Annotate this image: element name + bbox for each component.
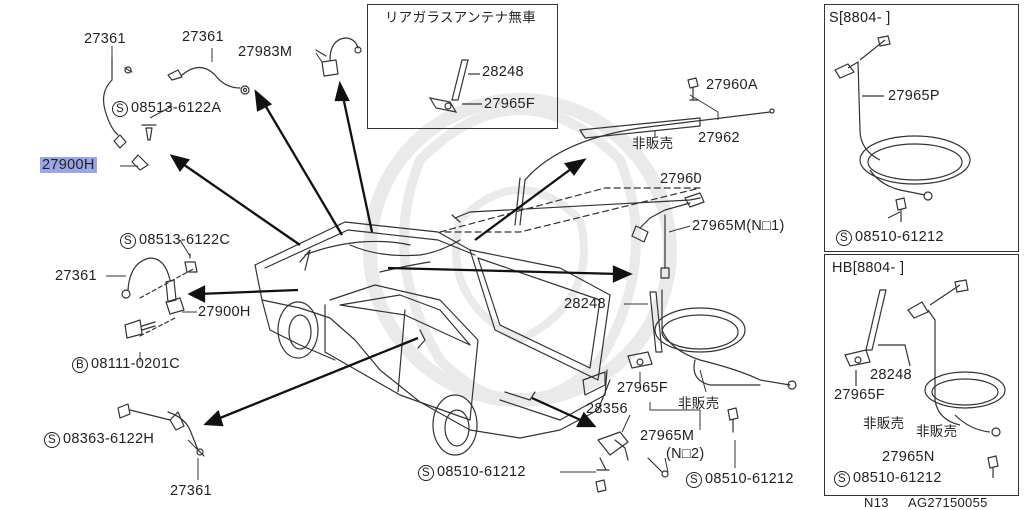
label-27965m-no1: 27965M(N□1) (692, 218, 785, 234)
inset-hb-label-27965n: 27965N (882, 449, 935, 465)
inset-s-art (834, 35, 971, 222)
inset-label-27965f: 27965F (484, 96, 535, 112)
roof-dashed-outline (439, 187, 701, 233)
screw-symbol: S (44, 432, 60, 448)
label-08510-61212-b-text: 08510-61212 (705, 471, 794, 487)
label-27965f-mid: 27965F (617, 380, 668, 396)
label-not-for-sale-1: 非販売 (632, 136, 674, 151)
screw-symbol: S (120, 233, 136, 249)
inset-hb-not-for-sale-a: 非販売 (863, 416, 905, 431)
label-27983m: 27983M (238, 44, 293, 60)
inset-s-title: S[8804- ] (829, 10, 891, 26)
inset-hb-label-27965f: 27965F (834, 387, 885, 403)
inset-hb-label-28248: 28248 (870, 367, 912, 383)
label-08513-6122c-text: 08513-6122C (139, 232, 231, 248)
label-27361-b: 27361 (182, 29, 224, 45)
screw-symbol: S (834, 471, 850, 487)
diagram-code: N13 (864, 495, 889, 510)
label-27960a: 27960A (706, 77, 758, 93)
label-27361-a: 27361 (84, 31, 126, 47)
label-28248-mid: 28248 (564, 296, 606, 312)
inset-hb-not-for-sale-b: 非販売 (916, 424, 958, 439)
label-27900h-top[interactable]: 27900H (40, 157, 97, 173)
label-28356: 28356 (586, 401, 628, 417)
label-08510-61212-a-text: 08510-61212 (437, 464, 526, 480)
label-08111-0201c-text: 08111-0201C (91, 356, 181, 372)
label-27361-c: 27361 (55, 268, 97, 284)
catalog-code: AG27150055 (908, 495, 988, 510)
label-not-for-sale-2: 非販売 (678, 396, 720, 411)
label-27960: 27960 (660, 171, 702, 187)
car-body (254, 221, 611, 456)
label-no2: (N□2) (666, 446, 705, 462)
inset-hb-art (844, 279, 1006, 478)
bolt-symbol: B (72, 357, 88, 373)
inset-hb-label-08510-61212-text: 08510-61212 (853, 470, 942, 486)
inset-label-28248: 28248 (482, 64, 524, 80)
screw-symbol: S (418, 465, 434, 481)
screw-symbol: S (836, 230, 852, 246)
inset-s-box (824, 4, 1019, 252)
label-27900h-mid: 27900H (198, 304, 251, 320)
inset-rear-glass-title: リアガラスアンテナ無車 (385, 10, 536, 25)
label-27965m: 27965M (640, 428, 695, 444)
label-27962: 27962 (698, 130, 740, 146)
label-27361-d: 27361 (170, 483, 212, 499)
screw-symbol: S (112, 101, 128, 117)
inset-rear-glass-box (367, 4, 558, 129)
label-08513-6122a-text: 08513-6122A (131, 100, 222, 116)
inset-hb-box (824, 254, 1019, 496)
inset-s-label-27965p: 27965P (888, 88, 940, 104)
inset-hb-title: HB[8804- ] (832, 260, 905, 276)
inset-rear-glass-art (428, 59, 482, 113)
inset-s-label-08510-61212-text: 08510-61212 (855, 229, 944, 245)
screw-symbol: S (686, 472, 702, 488)
label-08363-6122h-text: 08363-6122H (63, 431, 155, 447)
